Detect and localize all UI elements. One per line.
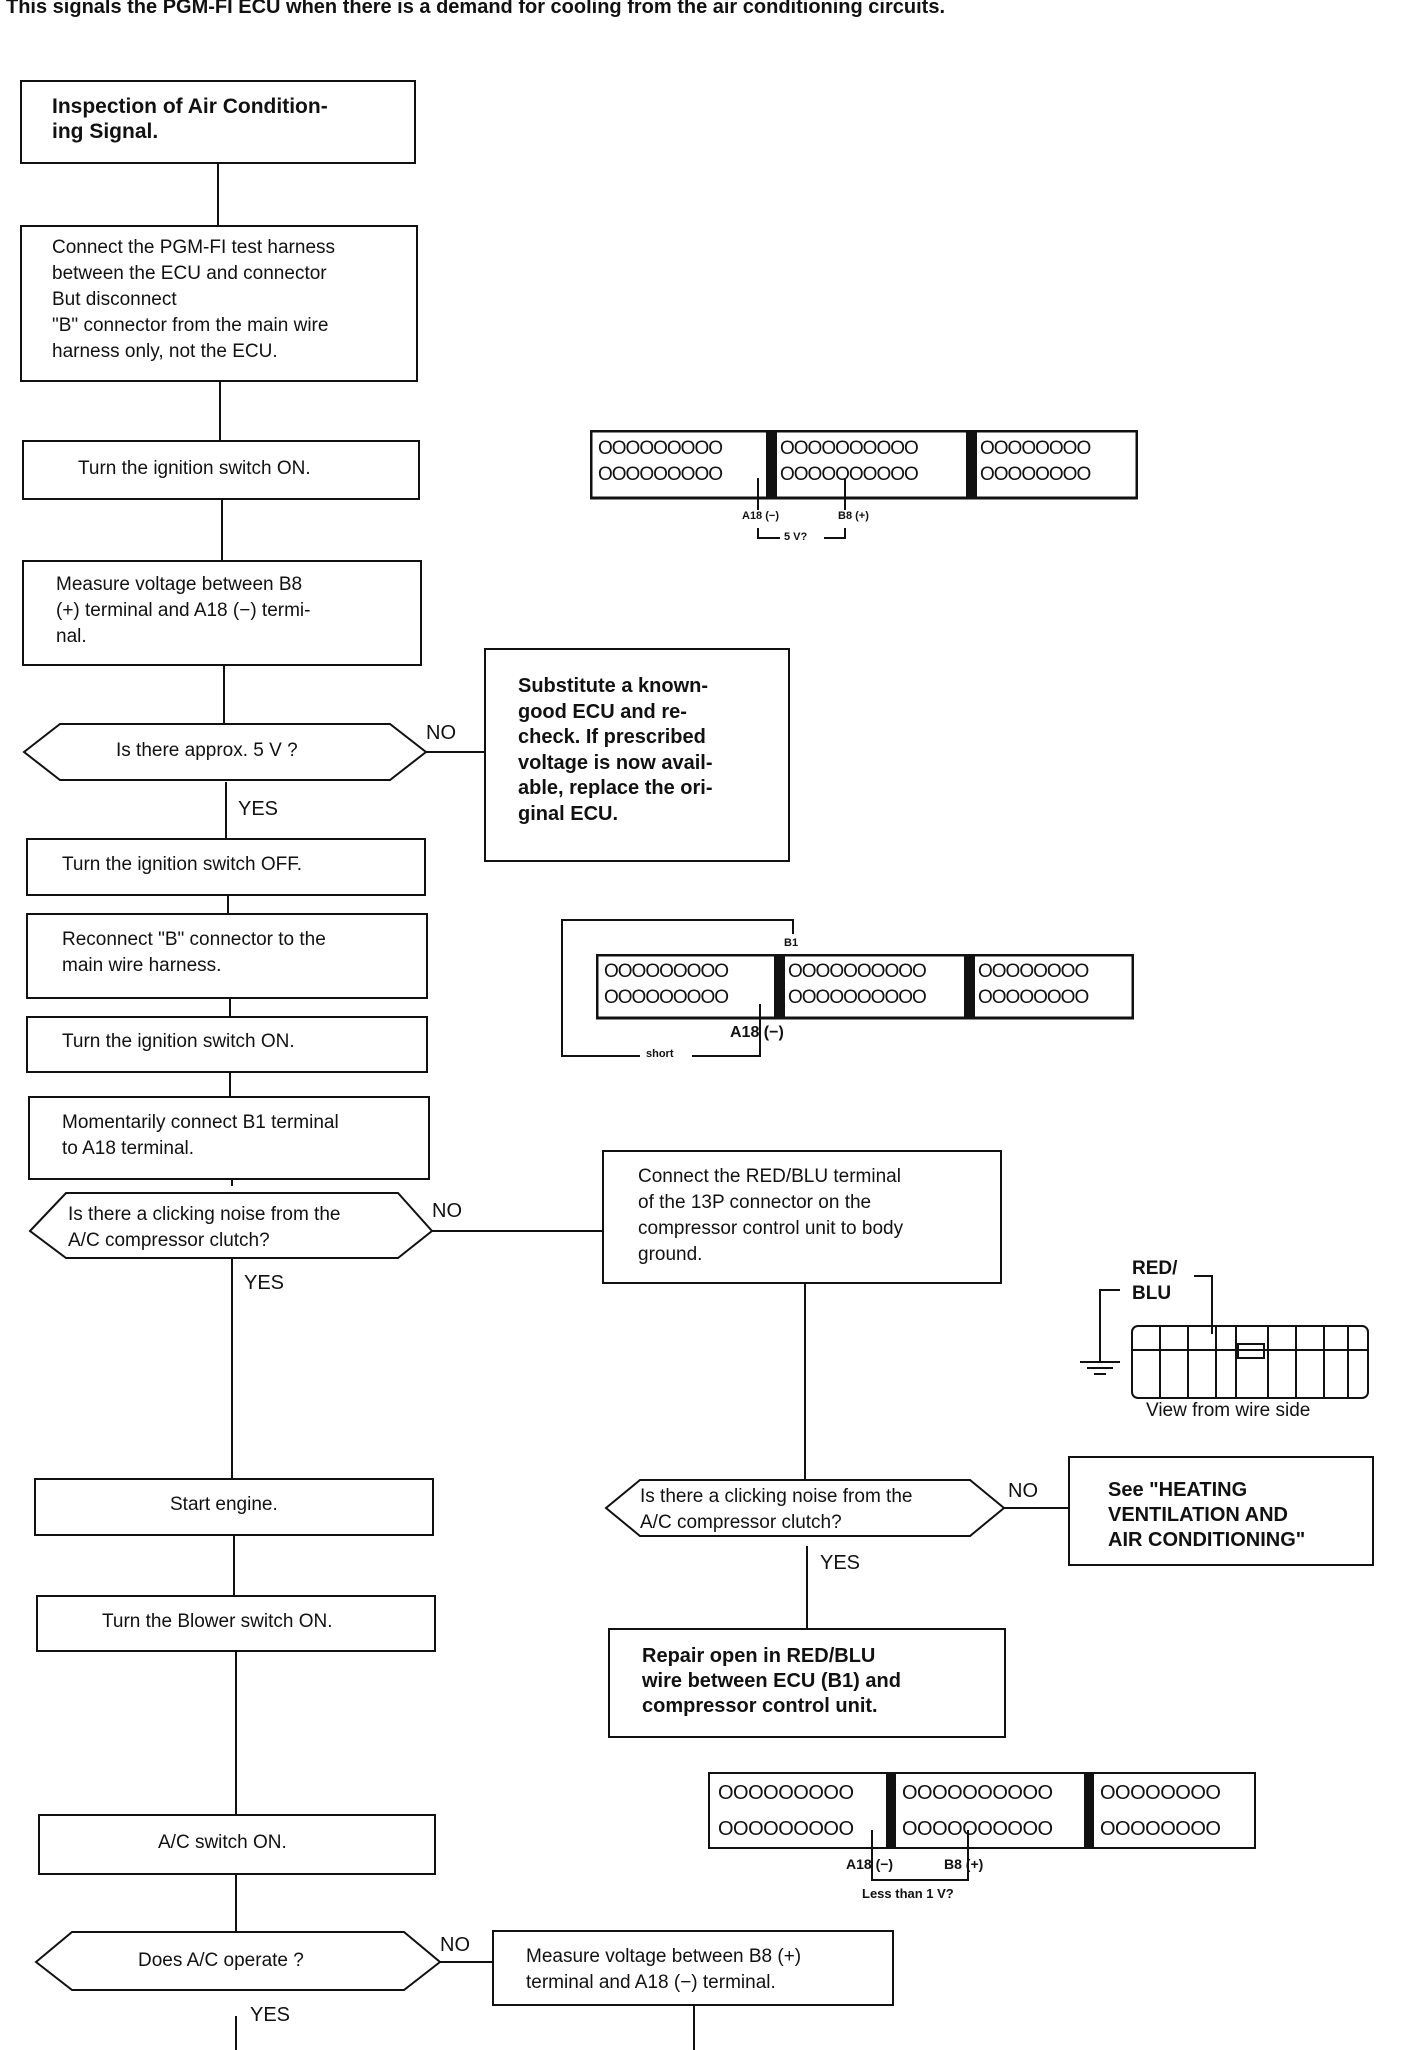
ecu-connector-3-frame [708,1772,1256,1849]
step-connect-redblu: Connect the RED/BLU terminal of the 13P … [602,1150,1002,1284]
step-repair-open: Repair open in RED/BLU wire between ECU … [608,1628,1006,1738]
step-substitute-ecu: Substitute a known- good ECU and re- che… [484,648,790,862]
step-connect-harness: Connect the PGM-FI test harness between … [20,225,418,382]
step-start-engine: Start engine. [34,1478,434,1536]
ecu-connector-1-b-row1: OOOOOOOOOO [780,438,919,459]
step-inspection: Inspection of Air Condition- ing Signal. [20,80,416,164]
ecu-connector-diagram-2: OOOOOOOOO OOOOOOOOO OOOOOOOOOO OOOOOOOOO… [596,954,1134,1020]
connector-3-b8-label: B8 (+) [944,1856,984,1872]
connector-3-a18-label: A18 (−) [846,1856,894,1872]
step-measure-voltage-2: Measure voltage between B8 (+) terminal … [492,1930,894,2006]
ecu-connector-2-c-row1: OOOOOOOO [978,961,1089,982]
red-blu-label: RED/ BLU [1132,1258,1178,1304]
no-label-5v: NO [426,722,456,744]
connector-2-b1-label: B1 [784,937,799,949]
yes-label-click-1: YES [244,1272,285,1294]
step-connect-harness-text: Connect the PGM-FI test harness between … [52,237,336,362]
connector-1-b8-label: B8 (+) [838,510,869,522]
step-measure-voltage: Measure voltage between B8 (+) terminal … [22,560,422,666]
decision-ac-operate-text: Does A/C operate ? [138,1950,304,1971]
step-see-heating-text: See "HEATING VENTILATION AND AIR CONDITI… [1108,1479,1306,1551]
connector-2-a18-label: A18 (−) [730,1024,784,1041]
connector-3-less-than-1v-label: Less than 1 V? [862,1886,954,1901]
ecu-connector-1-b-row2: OOOOOOOOOO [780,464,919,485]
ecu-connector-1-c-row1: OOOOOOOO [980,438,1091,459]
step-ac-switch-on-text: A/C switch ON. [158,1832,287,1853]
yes-label-ac-operate: YES [250,2004,291,2026]
page-intro-text: This signals the PGM-FI ECU when there i… [6,0,945,18]
step-connect-b1-a18-text: Momentarily connect B1 terminal to A18 t… [62,1112,339,1159]
step-reconnect-b-text: Reconnect "B" connector to the main wire… [62,929,326,976]
ecu-connector-3-b-row1: OOOOOOOOOO [902,1782,1053,1804]
step-ign-on-2-text: Turn the ignition switch ON. [62,1031,295,1052]
decision-ac-operate-shape [34,1931,442,1991]
step-measure-voltage-2-text: Measure voltage between B8 (+) terminal … [526,1946,802,1993]
step-ac-switch-on: A/C switch ON. [38,1814,436,1875]
ecu-connector-3-a-row1: OOOOOOOOO [718,1782,854,1804]
connector-2-short-label: short [646,1048,674,1060]
yes-label-5v: YES [238,798,279,820]
ecu-connector-2-frame [596,954,1134,1020]
decision-click-1-text: Is there a clicking noise from the A/C c… [68,1204,341,1251]
step-start-engine-text: Start engine. [170,1494,278,1515]
connector-1-a18-label: A18 (−) [742,510,779,522]
step-ign-off-text: Turn the ignition switch OFF. [62,854,303,875]
decision-5v-shape [22,723,428,781]
ecu-connector-3-c-row2: OOOOOOOO [1100,1818,1221,1840]
ecu-connector-2-a-row1: OOOOOOOOO [604,961,729,982]
ecu-connector-diagram-3: OOOOOOOOO OOOOOOOOO OOOOOOOOOO OOOOOOOOO… [708,1772,1256,1850]
ecu-connector-1-a-row1: OOOOOOOOO [598,438,723,459]
step-ign-off: Turn the ignition switch OFF. [26,838,426,896]
step-inspection-text: Inspection of Air Condition- ing Signal. [52,95,328,143]
step-connect-redblu-text: Connect the RED/BLU terminal of the 13P … [638,1166,904,1265]
step-connect-b1-a18: Momentarily connect B1 terminal to A18 t… [28,1096,430,1180]
no-label-ac-operate: NO [440,1934,470,1956]
ecu-connector-2-c-row2: OOOOOOOO [978,987,1089,1008]
step-ign-on-1: Turn the ignition switch ON. [22,440,420,500]
step-blower-on: Turn the Blower switch ON. [36,1595,436,1652]
view-wire-side-label: View from wire side [1146,1400,1311,1421]
ecu-connector-2-a-row2: OOOOOOOOO [604,987,729,1008]
ecu-connector-3-a-row2: OOOOOOOOO [718,1818,854,1840]
step-repair-open-text: Repair open in RED/BLU wire between ECU … [642,1645,901,1717]
decision-click-2-text: Is there a clicking noise from the A/C c… [640,1486,913,1533]
step-ign-on-1-text: Turn the ignition switch ON. [78,458,311,479]
ecu-connector-diagram-1: OOOOOOOOO OOOOOOOOO OOOOOOOOOO OOOOOOOOO… [590,430,1138,500]
step-measure-voltage-text: Measure voltage between B8 (+) terminal … [56,574,311,647]
ecu-connector-1-frame [590,430,1138,500]
step-ign-on-2: Turn the ignition switch ON. [26,1016,428,1073]
decision-5v-text: Is there approx. 5 V ? [116,740,298,761]
no-label-click-2: NO [1008,1480,1038,1502]
step-see-heating: See "HEATING VENTILATION AND AIR CONDITI… [1068,1456,1374,1566]
ecu-connector-1-a-row2: OOOOOOOOO [598,464,723,485]
step-substitute-ecu-text: Substitute a known- good ECU and re- che… [518,675,713,825]
yes-label-click-2: YES [820,1552,861,1574]
ecu-connector-2-b-row1: OOOOOOOOOO [788,961,927,982]
connector-1-5v-label: 5 V? [784,531,808,543]
no-label-click-1: NO [432,1200,462,1222]
ecu-connector-3-c-row1: OOOOOOOO [1100,1782,1221,1804]
decision-click-2-shape [604,1479,1006,1537]
ecu-connector-2-b-row2: OOOOOOOOOO [788,987,927,1008]
decision-click-1-shape [28,1192,434,1259]
step-blower-on-text: Turn the Blower switch ON. [102,1611,333,1632]
ecu-connector-1-c-row2: OOOOOOOO [980,464,1091,485]
step-reconnect-b: Reconnect "B" connector to the main wire… [26,913,428,999]
ecu-connector-3-b-row2: OOOOOOOOOO [902,1818,1053,1840]
